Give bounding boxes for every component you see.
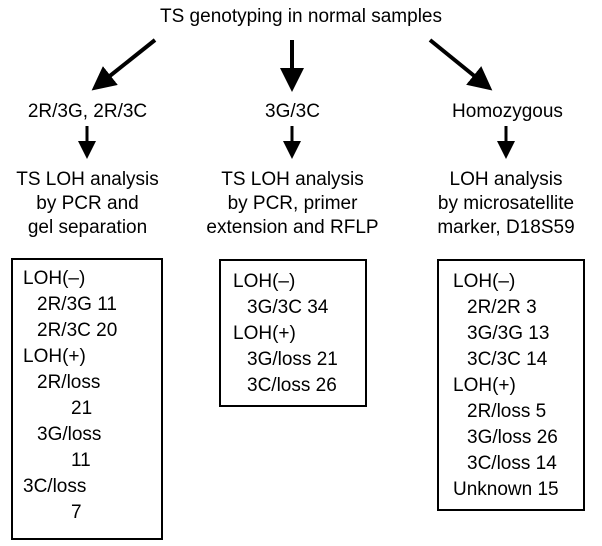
method-line: by PCR and (36, 193, 139, 214)
box-row: 7 (71, 502, 82, 523)
box-row: 2R/3G 11 (37, 294, 117, 315)
box-row: 2R/loss (37, 372, 101, 393)
box-row: 11 (71, 450, 91, 471)
box-row: 21 (71, 398, 93, 419)
result-box-col1: LOH(–) 2R/3G 11 2R/3C 20 LOH(+) 2R/loss … (11, 258, 163, 540)
box-row: 3G/loss 26 (467, 427, 558, 448)
box-row: 3C/loss 26 (247, 375, 337, 396)
method-line: marker, D18S59 (437, 217, 575, 238)
method-text-col1: TS LOH analysis by PCR and gel separatio… (0, 168, 175, 240)
box-row: LOH(–) (453, 271, 516, 292)
result-box-col3: LOH(–) 2R/2R 3 3G/3G 13 3C/3C 14 LOH(+) … (437, 259, 585, 511)
box-row: LOH(–) (23, 268, 86, 289)
genotype-label-col1: 2R/3G, 2R/3C (27, 101, 148, 122)
box-row: 3C/loss 14 (467, 453, 557, 474)
method-text-col3: LOH analysis by microsatellite marker, D… (410, 168, 602, 240)
box-row: 3G/3G 13 (467, 323, 550, 344)
method-line: by microsatellite (437, 193, 575, 214)
box-row: 2R/loss 5 (467, 401, 547, 422)
diagram-title: TS genotyping in normal samples (160, 6, 442, 27)
box-row: LOH(+) (453, 375, 516, 396)
method-line: TS LOH analysis (221, 169, 364, 190)
box-row: LOH(+) (23, 346, 86, 367)
box-row: 3C/3C 14 (467, 349, 548, 370)
box-row: 2R/3C 20 (37, 320, 118, 341)
method-line: gel separation (27, 217, 148, 238)
genotype-label-col2: 3G/3C (265, 101, 320, 122)
box-row: 3C/loss (23, 476, 87, 497)
box-row: 3G/loss 21 (247, 349, 338, 370)
box-row: 3G/3C 34 (247, 297, 329, 318)
genotype-label-col3: Homozygous (452, 101, 563, 122)
method-line: extension and RFLP (206, 217, 379, 238)
box-row: 3G/loss (37, 424, 102, 445)
arrow-to-col3 (428, 38, 493, 91)
arrow-to-col1 (91, 38, 157, 91)
box-row: LOH(–) (233, 271, 296, 292)
result-box-col2: LOH(–) 3G/3C 34 LOH(+) 3G/loss 21 3C/los… (219, 259, 367, 407)
box-row: 2R/2R 3 (467, 297, 537, 318)
box-row: Unknown 15 (453, 479, 559, 500)
box-row: LOH(+) (233, 323, 296, 344)
method-text-col2: TS LOH analysis by PCR, primer extension… (195, 168, 390, 240)
method-line: by PCR, primer (227, 193, 358, 214)
method-line: TS LOH analysis (16, 169, 159, 190)
method-line: LOH analysis (449, 169, 563, 190)
